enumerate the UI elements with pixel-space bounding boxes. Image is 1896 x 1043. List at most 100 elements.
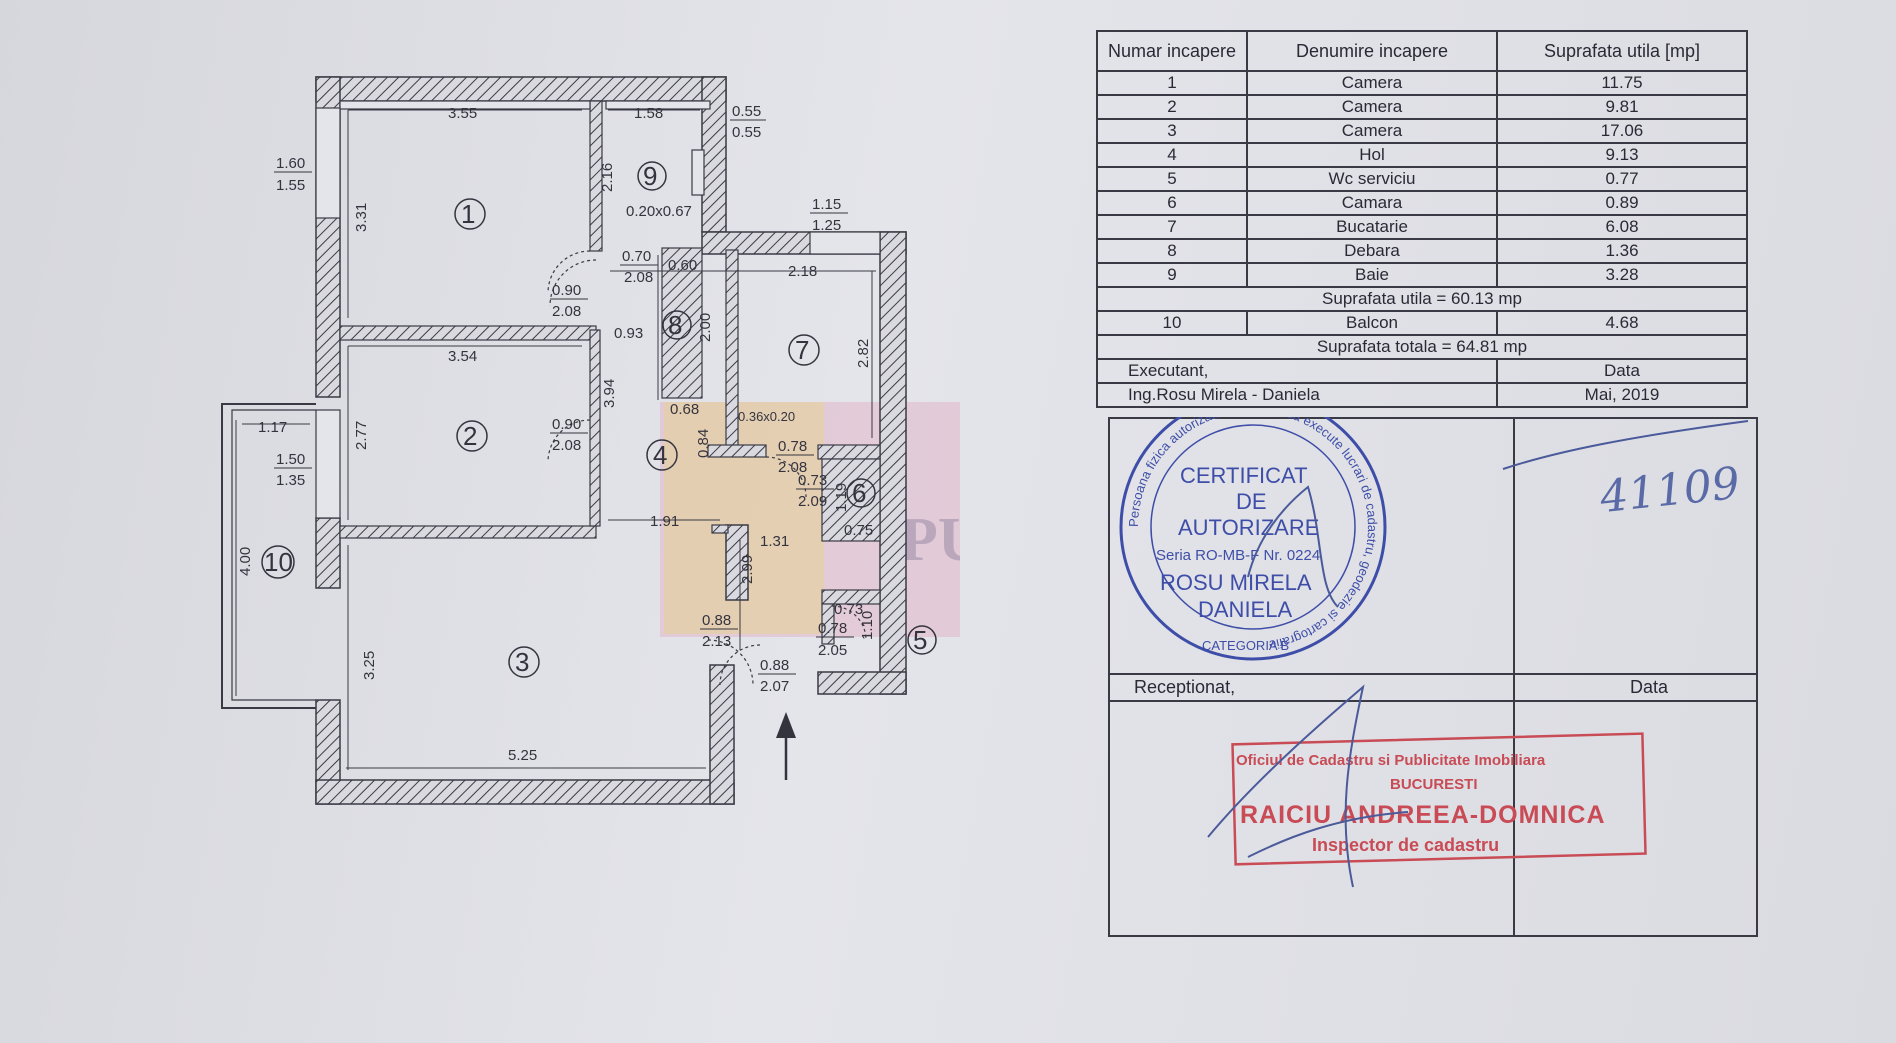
dim-label: 1.31 (760, 533, 789, 550)
cell-area: 6.08 (1496, 214, 1748, 240)
dim-label: 3.54 (448, 348, 477, 365)
dim-label: 1.25 (812, 217, 841, 234)
cell-name: Debara (1246, 238, 1498, 264)
cell-nr: 1 (1096, 70, 1248, 96)
dim-label: 2.08 (778, 459, 807, 476)
dim-label: 0.36x0.20 (738, 409, 795, 424)
authorization-stamp: Persoana fizica autorizata de ANCPI sa e… (1119, 417, 1387, 661)
stamp-name-2: DANIELA (1198, 597, 1292, 622)
dim-label: 0.20x0.67 (626, 203, 692, 220)
room-register-table: Numar incapere Denumire incapere Suprafa… (1096, 30, 1748, 408)
room-number-6: 6 (852, 478, 866, 508)
dim-label: 1.35 (276, 472, 305, 489)
room-number-4: 4 (653, 440, 667, 470)
dim-label: 0.73 (798, 472, 827, 489)
cell-area: 0.89 (1496, 190, 1748, 216)
grand-total: Suprafata totala = 64.81 mp (1096, 334, 1748, 360)
dim-label: 0.68 (670, 401, 699, 418)
dim-label: 0.88 (702, 612, 731, 629)
header-room-number: Numar incapere (1096, 30, 1248, 72)
data-label: Data (1496, 358, 1748, 384)
cell-name: Baie (1246, 262, 1498, 288)
dim-label: 2.00 (697, 313, 714, 342)
ocpi-line-2: BUCURESTI (1390, 776, 1478, 793)
dim-label: 1.60 (276, 155, 305, 172)
dim-label: 0.75 (844, 522, 873, 539)
dim-label: 3.94 (601, 379, 618, 408)
dim-label: 0.84 (695, 429, 712, 458)
total-row: Suprafata totala = 64.81 mp (1096, 334, 1748, 360)
cell-area: 9.81 (1496, 94, 1748, 120)
cell-name: Balcon (1246, 310, 1498, 336)
cell-area: 9.13 (1496, 142, 1748, 168)
ocpi-line-4: Inspector de cadastru (1312, 835, 1499, 855)
cell-nr: 10 (1096, 310, 1248, 336)
interior-walls (339, 100, 881, 645)
dim-label: 0.88 (760, 657, 789, 674)
header-room-name: Denumire incapere (1246, 30, 1498, 72)
dim-label: 1.91 (650, 513, 679, 530)
dim-label: 1.58 (634, 105, 663, 122)
dim-label: 0.90 (552, 416, 581, 433)
balcony-inner (231, 409, 316, 701)
dim-label: 1.15 (812, 196, 841, 213)
dim-label: 0.60 (668, 257, 697, 274)
stamp-name-1: ROSU MIRELA (1160, 570, 1312, 595)
cell-area: 17.06 (1496, 118, 1748, 144)
cell-nr: 4 (1096, 142, 1248, 168)
dim-label: 1.50 (276, 451, 305, 468)
header-room-area: Suprafata utila [mp] (1496, 30, 1748, 72)
dim-label: 3.25 (361, 651, 378, 680)
stamp-serial: Seria RO-MB-F Nr. 0224 (1156, 547, 1320, 564)
dim-label: 0.78 (818, 620, 847, 637)
dim-label: 2.99 (739, 555, 756, 584)
dim-label: 0.90 (552, 282, 581, 299)
subtotal-row: Suprafata utila = 60.13 mp (1096, 286, 1748, 312)
room-number-10: 10 (264, 547, 293, 577)
dim-label: 3.55 (448, 105, 477, 122)
entrance-arrow (776, 712, 796, 780)
room-number-9: 9 (643, 161, 657, 191)
room-number-1: 1 (461, 199, 475, 229)
dim-label: 2.82 (855, 339, 872, 368)
dim-label: 1.55 (276, 177, 305, 194)
ocpi-line-1: Oficiul de Cadastru si Publicitate Imobi… (1236, 752, 1546, 769)
dim-label: 0.70 (622, 248, 651, 265)
executant-name: Ing.Rosu Mirela - Daniela (1096, 382, 1498, 408)
dim-label: 2.08 (624, 269, 653, 286)
ocpi-line-3: RAICIU ANDREEA-DOMNICA (1240, 801, 1606, 829)
data-value: Mai, 2019 (1496, 382, 1748, 408)
stamp-category: CATEGORIA B (1202, 638, 1289, 653)
room-number-3: 3 (515, 647, 529, 677)
cell-nr: 2 (1096, 94, 1248, 120)
door-swings (547, 250, 867, 686)
signatures (1207, 420, 1749, 888)
signature-box: Receptionat, Data 41109 (1108, 417, 1758, 937)
room-number-7: 7 (795, 335, 809, 365)
stamp-line-de: DE (1236, 489, 1267, 514)
cell-area: 11.75 (1496, 70, 1748, 96)
dim-label: 0.78 (778, 438, 807, 455)
stamps-layer: Persoana fizica autorizata de ANCPI sa e… (1119, 417, 1749, 888)
room-number-8: 8 (668, 310, 682, 340)
windows (315, 100, 881, 519)
watermark-text: PULUN 94 (900, 506, 960, 574)
ocpi-stamp: Oficiul de Cadastru si Publicitate Imobi… (1231, 732, 1647, 866)
cell-area: 4.68 (1496, 310, 1748, 336)
cell-name: Bucatarie (1246, 214, 1498, 240)
room-number-5: 5 (913, 625, 927, 655)
dim-label: 2.13 (702, 633, 731, 650)
cell-name: Camera (1246, 70, 1498, 96)
executant-label: Executant, (1096, 358, 1498, 384)
balcony-outline (221, 403, 316, 709)
dim-label: 0.55 (732, 103, 761, 120)
cell-area: 3.28 (1496, 262, 1748, 288)
